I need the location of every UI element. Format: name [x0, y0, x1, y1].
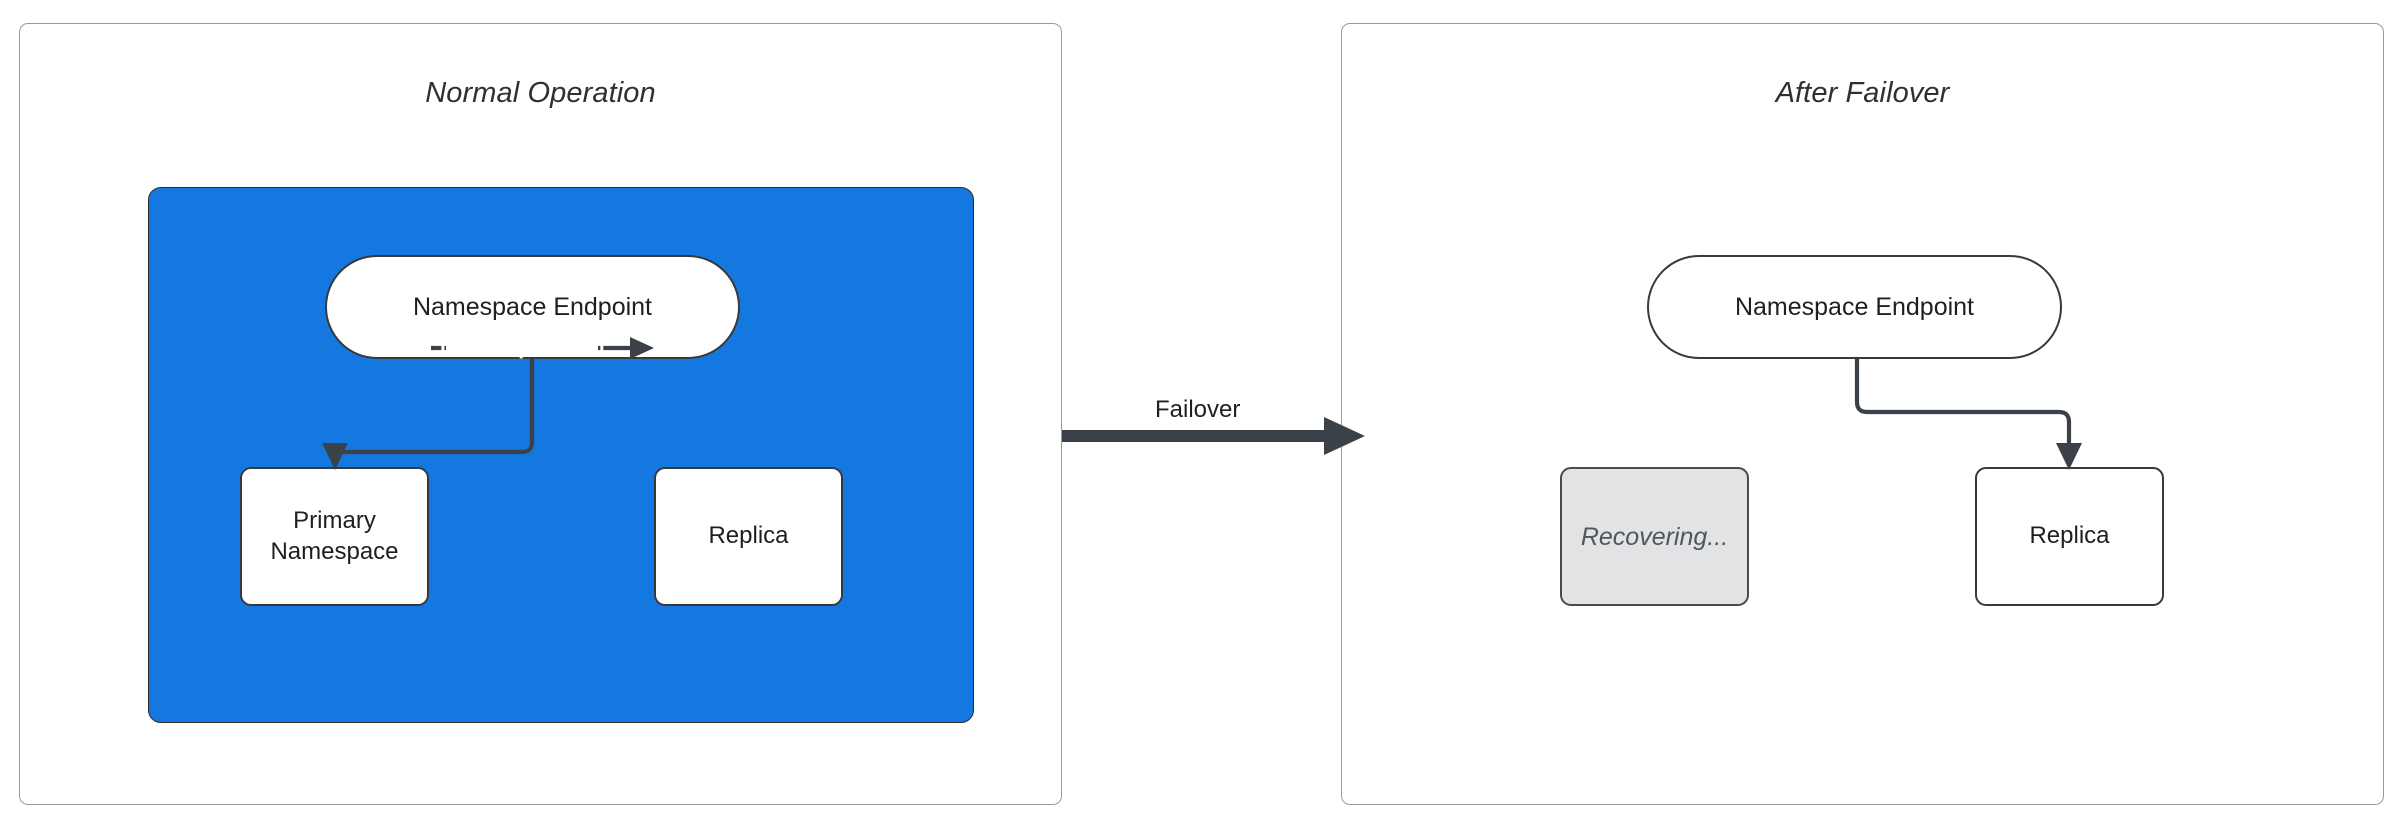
node-namespace-endpoint-normal[interactable]: Namespace Endpoint [325, 255, 740, 359]
node-namespace-endpoint-failover[interactable]: Namespace Endpoint [1647, 255, 2062, 359]
panel-after-failover: After Failover [1341, 23, 2384, 805]
panel-title-after-failover: After Failover [1775, 77, 1950, 109]
node-recovering[interactable]: Recovering... [1560, 467, 1749, 606]
node-replica-normal[interactable]: Replica [654, 467, 843, 606]
node-replica-failover[interactable]: Replica [1975, 467, 2164, 606]
panel-title-normal-operation: Normal Operation [425, 77, 656, 109]
panel-normal-operation: Normal Operation [19, 23, 1062, 805]
edge-label-failover: Failover [1155, 396, 1241, 423]
edge-label-data-replication: Data Replication [440, 336, 605, 359]
node-primary-namespace[interactable]: Primary Namespace [240, 467, 429, 606]
